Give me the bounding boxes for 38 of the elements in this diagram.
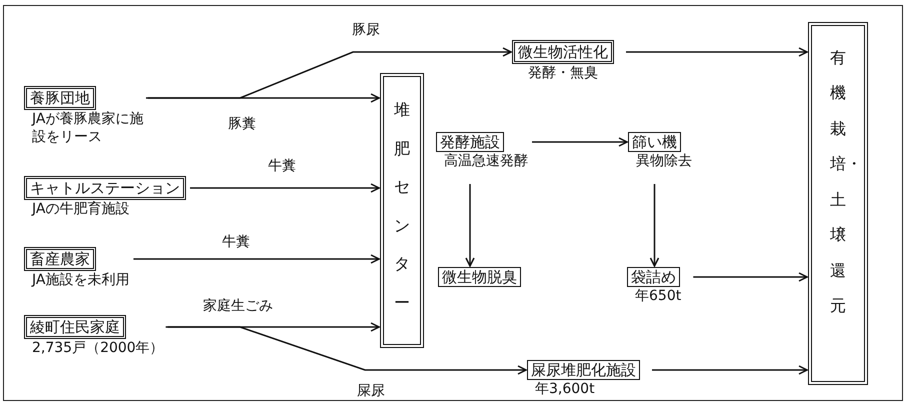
note-text: JA施設を未利用	[30, 271, 130, 289]
arrow	[532, 137, 628, 147]
edge-label: 豚尿	[352, 22, 380, 38]
edge-label: 牛糞	[268, 158, 296, 174]
process-box: 袋詰め	[627, 267, 680, 287]
note-text: 高温急速発酵	[443, 152, 528, 170]
note-text: JAの牛肥育施設	[30, 200, 130, 218]
arrow	[146, 47, 512, 99]
process-box: 養豚団地	[24, 86, 96, 110]
vertical-box: 有機栽培・土壌還元	[808, 22, 868, 385]
edge-label: 豚糞	[228, 116, 256, 132]
process-box: 畜産農家	[24, 247, 96, 271]
process-box: 微生物脱臭	[438, 267, 521, 287]
process-box: 綾町住民家庭	[24, 315, 126, 339]
process-box: 発酵施設	[436, 132, 504, 152]
note-text: JAが養豚農家に施設をリース	[30, 110, 144, 146]
arrow	[190, 183, 380, 193]
process-box: キャトルステーション	[24, 176, 186, 200]
edge-label: 牛糞	[222, 234, 250, 250]
note-text: 年650t	[634, 287, 682, 305]
note-text: 発酵・無臭	[528, 64, 598, 82]
arrow	[626, 47, 808, 57]
arrow	[166, 326, 527, 375]
arrow	[465, 184, 475, 267]
arrow	[148, 93, 380, 103]
note-text: 年3,600t	[534, 380, 595, 398]
note-text: 異物除去	[635, 152, 692, 170]
arrow	[650, 184, 660, 267]
process-box: 微生物活性化	[512, 40, 614, 64]
vertical-box: 堆肥センター	[380, 73, 424, 348]
edge-label: 家庭生ごみ	[203, 298, 273, 314]
process-box: 篩い機	[628, 132, 681, 152]
edge-label: 屎尿	[357, 383, 385, 399]
arrow	[693, 272, 808, 282]
arrow	[133, 254, 380, 264]
arrow	[652, 365, 808, 375]
note-text: 2,735戸（2000年）	[31, 339, 164, 357]
process-box: 屎尿堆肥化施設	[527, 360, 640, 380]
